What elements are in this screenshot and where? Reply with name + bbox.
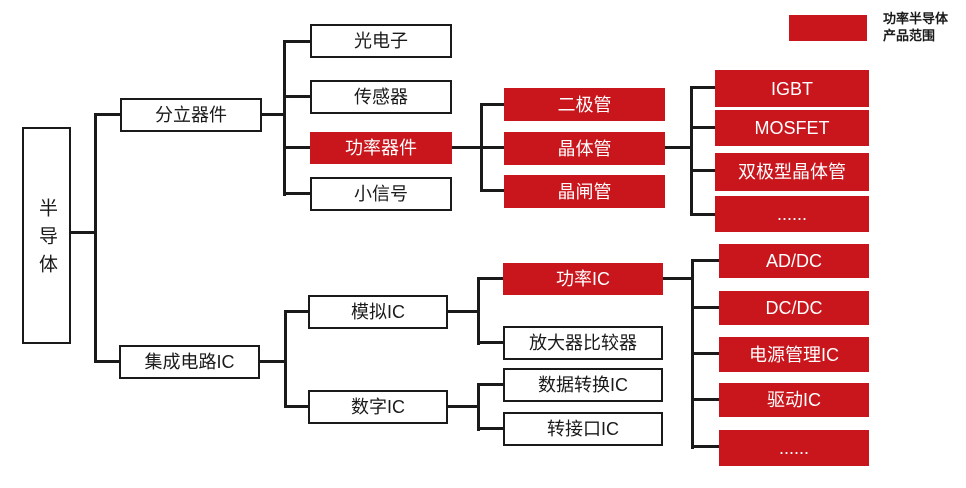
connector-line <box>690 86 717 89</box>
node-transistor: 晶体管 <box>504 132 665 165</box>
node-ad-dc: AD/DC <box>719 244 869 278</box>
node-sensor: 传感器 <box>310 80 452 114</box>
connector-line <box>477 383 505 386</box>
connector-line <box>690 86 693 216</box>
node-power-ic: 功率IC <box>503 263 663 295</box>
connector-line <box>94 113 97 363</box>
connector-line <box>71 231 96 234</box>
connector-line <box>452 146 483 149</box>
connector-line <box>448 405 480 408</box>
legend-swatch <box>789 15 867 41</box>
node-dc-dc: DC/DC <box>719 291 869 325</box>
connector-line <box>691 306 721 309</box>
node-power-management-ic: 电源管理IC <box>719 337 869 372</box>
node-root-semiconductor: 半导体 <box>22 127 71 344</box>
legend-label-line1: 功率半导体 <box>883 11 949 26</box>
connector-line <box>477 427 505 430</box>
connector-line <box>691 352 721 355</box>
legend-label-line2: 产品范围 <box>883 27 936 43</box>
node-power-ic-more: ...... <box>719 430 869 466</box>
connector-line <box>477 383 480 431</box>
node-digital-ic: 数字IC <box>308 390 448 424</box>
node-power-device: 功率器件 <box>310 132 452 164</box>
legend-label: 功率半导体 产品范围 <box>883 11 948 45</box>
connector-line <box>691 259 721 262</box>
connector-line <box>663 277 694 280</box>
connector-line <box>284 310 287 408</box>
node-thyristor: 晶闸管 <box>504 175 665 208</box>
node-discrete-devices: 分立器件 <box>120 98 262 132</box>
connector-line <box>283 40 286 196</box>
connector-line <box>284 405 310 408</box>
connector-line <box>94 360 122 363</box>
connector-line <box>691 398 721 401</box>
connector-line <box>262 113 286 116</box>
connector-line <box>690 213 717 216</box>
connector-line <box>690 169 717 172</box>
connector-line <box>284 310 310 313</box>
node-diode: 二极管 <box>504 88 665 121</box>
connector-line <box>94 113 123 116</box>
node-mosfet: MOSFET <box>715 110 869 146</box>
connector-line <box>448 310 480 313</box>
node-igbt: IGBT <box>715 70 869 107</box>
node-data-conversion-ic: 数据转换IC <box>503 368 663 402</box>
connector-line <box>260 360 287 363</box>
connector-line <box>283 40 312 43</box>
connector-line <box>283 146 312 149</box>
connector-line <box>477 277 505 280</box>
node-analog-ic: 模拟IC <box>308 295 448 329</box>
connector-line <box>480 189 506 192</box>
node-bipolar-transistor: 双极型晶体管 <box>715 153 869 191</box>
connector-line <box>691 445 721 448</box>
connector-line <box>477 277 480 345</box>
node-amplifier-comparator: 放大器比较器 <box>503 326 663 360</box>
connector-line <box>283 192 312 195</box>
node-driver-ic: 驱动IC <box>719 383 869 417</box>
node-transistor-more: ...... <box>715 196 869 232</box>
connector-line <box>283 95 312 98</box>
connector-line <box>477 341 505 344</box>
connector-line <box>480 103 506 106</box>
node-small-signal: 小信号 <box>310 177 452 211</box>
node-optoelectronics: 光电子 <box>310 24 452 58</box>
connector-line <box>665 146 693 149</box>
connector-line <box>480 146 506 149</box>
node-interface-ic: 转接口IC <box>503 412 663 446</box>
node-integrated-circuit: 集成电路IC <box>119 345 260 379</box>
connector-line <box>690 126 717 129</box>
